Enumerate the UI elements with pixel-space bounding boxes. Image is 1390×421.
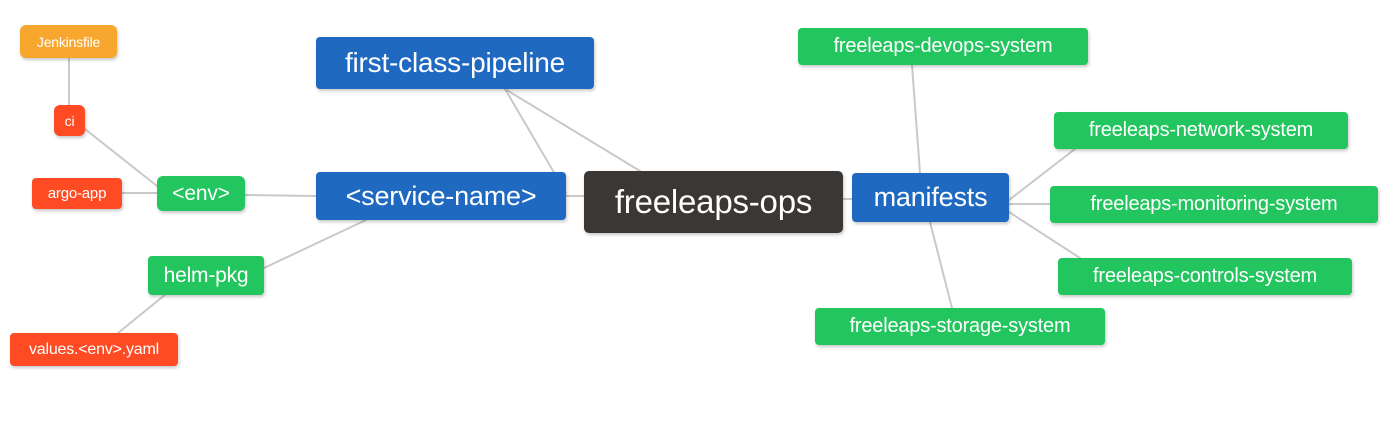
node-label: freeleaps-storage-system (849, 315, 1071, 337)
node-freeleaps-ops[interactable]: freeleaps-ops (584, 171, 843, 233)
node-label: freeleaps-devops-system (833, 35, 1053, 57)
node-label: <service-name> (345, 180, 537, 211)
node-freeleaps-storage-system[interactable]: freeleaps-storage-system (815, 308, 1105, 345)
edge-service-name-to-helm-pkg (263, 219, 367, 269)
edge-first-class-pipeline-to-freeleaps-ops (504, 88, 641, 172)
node-label: <env> (172, 181, 230, 205)
edge-helm-pkg-to-values-env-yaml (117, 293, 167, 334)
node-argo-app[interactable]: argo-app (32, 178, 122, 209)
node-label: argo-app (47, 185, 107, 202)
node-label: freeleaps-ops (614, 183, 813, 220)
node-freeleaps-devops-system[interactable]: freeleaps-devops-system (798, 28, 1088, 65)
node-label: freeleaps-network-system (1088, 119, 1314, 141)
node-freeleaps-monitoring-system[interactable]: freeleaps-monitoring-system (1050, 186, 1378, 223)
node-label: freeleaps-monitoring-system (1090, 193, 1338, 215)
node-label: Jenkinsfile (36, 33, 101, 50)
node-manifests[interactable]: manifests (852, 173, 1009, 222)
node-helm-pkg[interactable]: helm-pkg (148, 256, 264, 295)
node-freeleaps-controls-system[interactable]: freeleaps-controls-system (1058, 258, 1352, 295)
node-label: helm-pkg (163, 263, 249, 287)
node-values-env-yaml[interactable]: values.<env>.yaml (10, 333, 178, 366)
node-freeleaps-network-system[interactable]: freeleaps-network-system (1054, 112, 1348, 149)
node-first-class-pipeline[interactable]: first-class-pipeline (316, 37, 594, 89)
node-jenkinsfile[interactable]: Jenkinsfile (20, 25, 117, 58)
edge-manifests-to-freeleaps-devops-system (911, 64, 921, 174)
node-service-name[interactable]: <service-name> (316, 172, 566, 220)
edge-env-to-service-name (244, 194, 317, 197)
node-label: manifests (873, 182, 988, 212)
node-label: values.<env>.yaml (28, 340, 159, 358)
edge-manifests-to-freeleaps-storage-system (929, 221, 953, 309)
node-label: freeleaps-controls-system (1093, 265, 1317, 287)
node-label: first-class-pipeline (344, 47, 566, 78)
node-label: ci (64, 112, 75, 129)
node-env[interactable]: <env> (157, 176, 245, 211)
node-ci[interactable]: ci (54, 105, 85, 136)
